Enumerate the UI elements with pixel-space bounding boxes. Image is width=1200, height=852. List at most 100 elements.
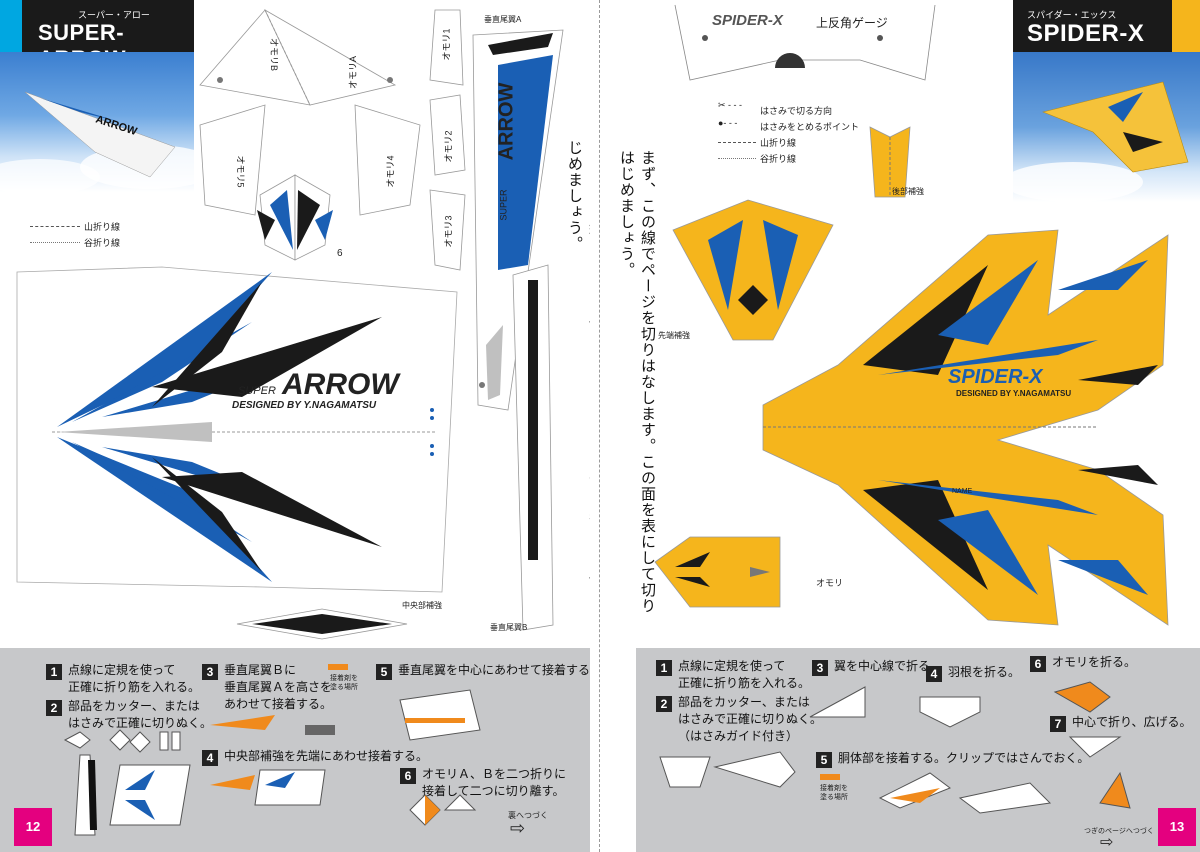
page-number-13: 13 — [1158, 808, 1196, 846]
photo-spider-illustration — [1013, 81, 1189, 202]
cut-direction-label: はさみで切る方向 — [760, 106, 833, 116]
weight-2-label: オモリ2 — [443, 130, 454, 163]
tail-b-label: 垂直尾翼B — [490, 623, 528, 632]
step-3-4-illustrations — [210, 715, 335, 806]
wing-super-text: SUPER — [238, 385, 276, 397]
photo-plane-illustration: ARROW — [0, 91, 194, 192]
step-3-text: 翼を中心線で折る。 — [834, 659, 943, 673]
valley-fold-label: 谷折り線 — [760, 154, 797, 164]
glue-swatch — [820, 774, 840, 780]
wing-arrow-text: ARROW — [282, 368, 399, 401]
step-1-number: 1 — [656, 660, 672, 676]
header-kana: スーパー・アロー — [78, 10, 150, 20]
step-6-number: 6 — [1030, 656, 1046, 672]
nose-reinforcement-part — [672, 199, 834, 341]
step-1-number: 1 — [46, 664, 62, 680]
weight-parts-diagram — [199, 9, 421, 261]
step-5-number: 5 — [816, 752, 832, 768]
step-2-text: 部品をカッター、または はさみで正確に切りぬく。 — [68, 699, 213, 730]
step-1-text: 点線に定規を使って 正確に折り筋を入れる。 — [678, 659, 811, 690]
cut-line — [599, 0, 600, 852]
spider-x-header: スパイダー・エックス SPIDER-X — [1013, 0, 1172, 52]
page-right: SPIDER-X 上反角ゲージ スパイダー・エックス SPIDER-X ✂ - … — [610, 0, 1200, 852]
mountain-fold-sample — [30, 226, 80, 227]
weight-3-label: オモリ3 — [443, 215, 454, 248]
yellow-accent-stripe — [1172, 0, 1200, 52]
page-left: スーパー・アロー SUPER-ARROW ARROW 山折り線 谷折り線 オモリ… — [0, 0, 590, 852]
page-gutter — [590, 0, 610, 852]
stop-point-icon: ●- - - — [718, 118, 738, 128]
mountain-fold-label: 山折り線 — [760, 138, 797, 148]
glue-note: 接着剤を 塗る場所 — [820, 785, 848, 801]
weight-b-label: オモリB — [269, 37, 280, 72]
spider-x-main-wing — [762, 229, 1169, 626]
vertical-tail-a — [472, 29, 564, 411]
nose-reinforcement-label: 先端補強 — [658, 331, 690, 340]
page-number-12: 12 — [14, 808, 52, 846]
super-arrow-main-wing — [16, 266, 458, 593]
step-2-number: 2 — [656, 696, 672, 712]
dihedral-gauge — [674, 4, 936, 81]
weight-4-label: オモリ4 — [385, 155, 396, 188]
left-cut-instruction: まず、この線でページを切りはなします。この面を表にして切りはじめましょう。 — [566, 140, 590, 620]
wing-spider-x-logo: SPIDER-X — [948, 366, 1043, 388]
step-4-text: 中央部補強を先端にあわせ接着する。 — [224, 749, 429, 763]
next-page-note: つぎのページへつづく — [1084, 828, 1154, 835]
step-6-text: オモリを折る。 — [1052, 655, 1137, 669]
spider-x-photo — [1013, 52, 1200, 202]
step-5-6-illustrations — [399, 689, 481, 826]
small-weights-column — [429, 9, 466, 271]
fin-arrow-text: ARROW — [495, 82, 518, 161]
center-reinforcement-label: 中央部補強 — [402, 601, 442, 610]
cyan-accent-stripe — [0, 0, 22, 52]
wing-designed-text: DESIGNED BY Y.NAGAMATSU — [232, 400, 377, 411]
step-4-text: 羽根を折る。 — [948, 665, 1021, 679]
step-5-text: 垂直尾翼を中心にあわせて接着する。 — [398, 663, 590, 677]
step-3-number: 3 — [202, 664, 218, 680]
fin-super-text: SUPER — [498, 189, 509, 221]
scissor-icon-legend: ✂ - - - — [718, 100, 743, 110]
step-5-number: 5 — [376, 664, 392, 680]
center-reinforcement-part — [236, 608, 408, 640]
glue-swatch — [328, 664, 348, 670]
step-2-number: 2 — [46, 700, 62, 716]
weight-5-label: オモリ5 — [235, 155, 246, 188]
valley-fold-label: 谷折り線 — [84, 238, 121, 248]
steps-illustrations-lower — [878, 771, 1131, 814]
super-arrow-header: スーパー・アロー SUPER-ARROW — [22, 0, 194, 71]
step-6-number: 6 — [400, 768, 416, 784]
wing-designed-text: DESIGNED BY Y.NAGAMATSU — [956, 389, 1072, 398]
next-arrow-icon: ⇨ — [1100, 834, 1114, 851]
right-instruction-panel — [636, 648, 1200, 852]
header-kana: スパイダー・エックス — [1027, 10, 1117, 20]
valley-fold-sample — [718, 158, 756, 159]
valley-fold-sample — [30, 242, 80, 243]
vertical-tail-b — [512, 264, 554, 631]
step-4-number: 4 — [202, 750, 218, 766]
step-3-text: 垂直尾翼Ｂに 垂直尾翼Ａを高さを あわせて接着する。 — [224, 663, 333, 711]
gauge-label: 上反角ゲージ — [816, 16, 888, 30]
tail-a-label: 垂直尾翼A — [484, 15, 522, 24]
step-1-2-illustrations — [63, 729, 191, 836]
step-3-number: 3 — [812, 660, 828, 676]
step-5-text: 胴体部を接着する。クリップではさんでおく。 — [838, 751, 1090, 765]
weight-a-label: オモリA — [348, 55, 359, 90]
step-4-number: 4 — [926, 666, 942, 682]
next-arrow-icon: ⇨ — [510, 818, 526, 838]
weight-1-label: オモリ1 — [441, 28, 452, 61]
spider-weight-part — [654, 536, 781, 608]
steps-illustrations — [659, 681, 1122, 788]
glue-note: 接着剤を 塗る場所 — [330, 675, 358, 691]
super-arrow-photo: ARROW — [0, 52, 194, 192]
header-title: SPIDER-X — [1027, 20, 1145, 47]
gauge-logo: SPIDER-X — [712, 12, 783, 29]
weight-label: オモリ — [816, 578, 844, 588]
left-instruction-panel — [0, 648, 590, 852]
stop-point-label: はさみをとめるポイント — [760, 122, 860, 132]
mountain-fold-label: 山折り線 — [84, 222, 121, 232]
tail-reinforcement-part — [869, 126, 911, 198]
mountain-fold-sample — [718, 142, 756, 143]
step-6-text: オモリＡ、Ｂを二つ折りに 接着して二つに切り離す。 — [422, 767, 567, 798]
next-page-note: 裏へつづく — [508, 811, 548, 820]
step-1-text: 点線に定規を使って 正確に折り筋を入れる。 — [68, 663, 201, 694]
